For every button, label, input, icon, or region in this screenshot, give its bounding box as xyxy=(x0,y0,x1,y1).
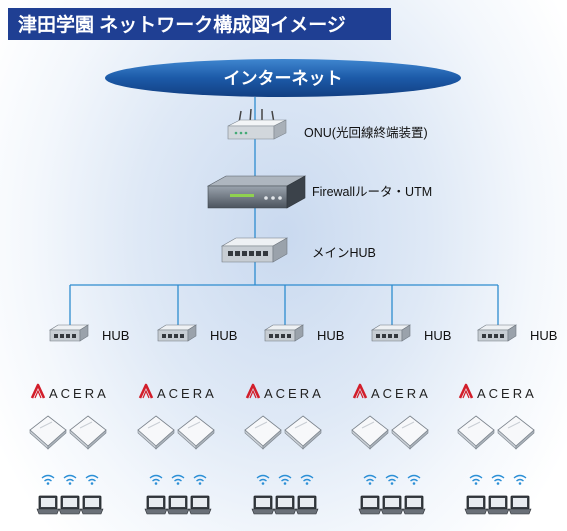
wifi-icon xyxy=(278,474,292,485)
laptop-icon xyxy=(36,495,60,515)
acera-logo-icon xyxy=(30,383,46,399)
title-bar xyxy=(8,8,391,40)
wifi-icon xyxy=(41,474,55,485)
laptop-icon xyxy=(358,495,382,515)
laptop-icon xyxy=(144,495,168,515)
access-point-icon xyxy=(457,415,495,450)
firewall-icon xyxy=(206,175,307,209)
access-point-icon xyxy=(497,415,535,450)
wifi-icon xyxy=(385,474,399,485)
brand-label: ACERA xyxy=(371,386,431,401)
branch-5: HUB ACERA xyxy=(457,285,557,515)
laptop-icon xyxy=(380,495,404,515)
access-point-icon xyxy=(137,415,175,450)
branch-4: HUB ACERA xyxy=(351,285,451,515)
hub-icon xyxy=(370,324,412,342)
access-point-icon xyxy=(391,415,429,450)
hub-icon xyxy=(263,324,305,342)
wifi-icon xyxy=(469,474,483,485)
wifi-icon xyxy=(300,474,314,485)
hub-icon xyxy=(476,324,518,342)
brand-label: ACERA xyxy=(157,386,217,401)
hub-icon xyxy=(48,324,90,342)
wifi-icon xyxy=(171,474,185,485)
hub-label: HUB xyxy=(317,328,344,343)
laptop-icon xyxy=(58,495,82,515)
branch-1: HUB ACERA xyxy=(29,285,129,515)
laptop-icon xyxy=(486,495,510,515)
access-point-icon xyxy=(177,415,215,450)
internet-label: インターネット xyxy=(224,69,343,88)
wifi-icon xyxy=(407,474,421,485)
laptop-icon xyxy=(273,495,297,515)
onu-label: ONU(光回線終端装置) xyxy=(304,125,428,140)
laptop-icon xyxy=(295,495,319,515)
branch-2: HUB ACERA xyxy=(137,285,237,515)
access-point-icon xyxy=(29,415,67,450)
onu-icon xyxy=(227,108,287,140)
wifi-icon xyxy=(256,474,270,485)
brand-label: ACERA xyxy=(477,386,537,401)
page-title: 津田学園 ネットワーク構成図イメージ xyxy=(18,13,346,36)
acera-logo-icon xyxy=(458,383,474,399)
laptop-icon xyxy=(464,495,488,515)
access-point-icon xyxy=(284,415,322,450)
main-hub-label: メインHUB xyxy=(312,246,376,260)
acera-logo-icon xyxy=(352,383,368,399)
access-point-icon xyxy=(244,415,282,450)
access-point-icon xyxy=(351,415,389,450)
wifi-icon xyxy=(193,474,207,485)
hub-label: HUB xyxy=(102,328,129,343)
laptop-icon xyxy=(251,495,275,515)
acera-logo-icon xyxy=(245,383,261,399)
laptop-icon xyxy=(508,495,532,515)
brand-label: ACERA xyxy=(49,386,109,401)
hub-label: HUB xyxy=(424,328,451,343)
internet-cloud xyxy=(105,59,461,97)
main-hub-icon xyxy=(220,237,289,263)
hub-label: HUB xyxy=(210,328,237,343)
hub-icon xyxy=(156,324,198,342)
access-point-icon xyxy=(69,415,107,450)
laptop-icon xyxy=(188,495,212,515)
wifi-icon xyxy=(85,474,99,485)
laptop-icon xyxy=(402,495,426,515)
acera-logo-icon xyxy=(138,383,154,399)
wifi-icon xyxy=(513,474,527,485)
branch-3: HUB ACERA xyxy=(244,285,344,515)
brand-label: ACERA xyxy=(264,386,324,401)
laptop-icon xyxy=(80,495,104,515)
wifi-icon xyxy=(63,474,77,485)
firewall-label: Firewallルータ・UTM xyxy=(312,185,432,199)
wifi-icon xyxy=(363,474,377,485)
wifi-icon xyxy=(149,474,163,485)
laptop-icon xyxy=(166,495,190,515)
hub-label: HUB xyxy=(530,328,557,343)
wifi-icon xyxy=(491,474,505,485)
